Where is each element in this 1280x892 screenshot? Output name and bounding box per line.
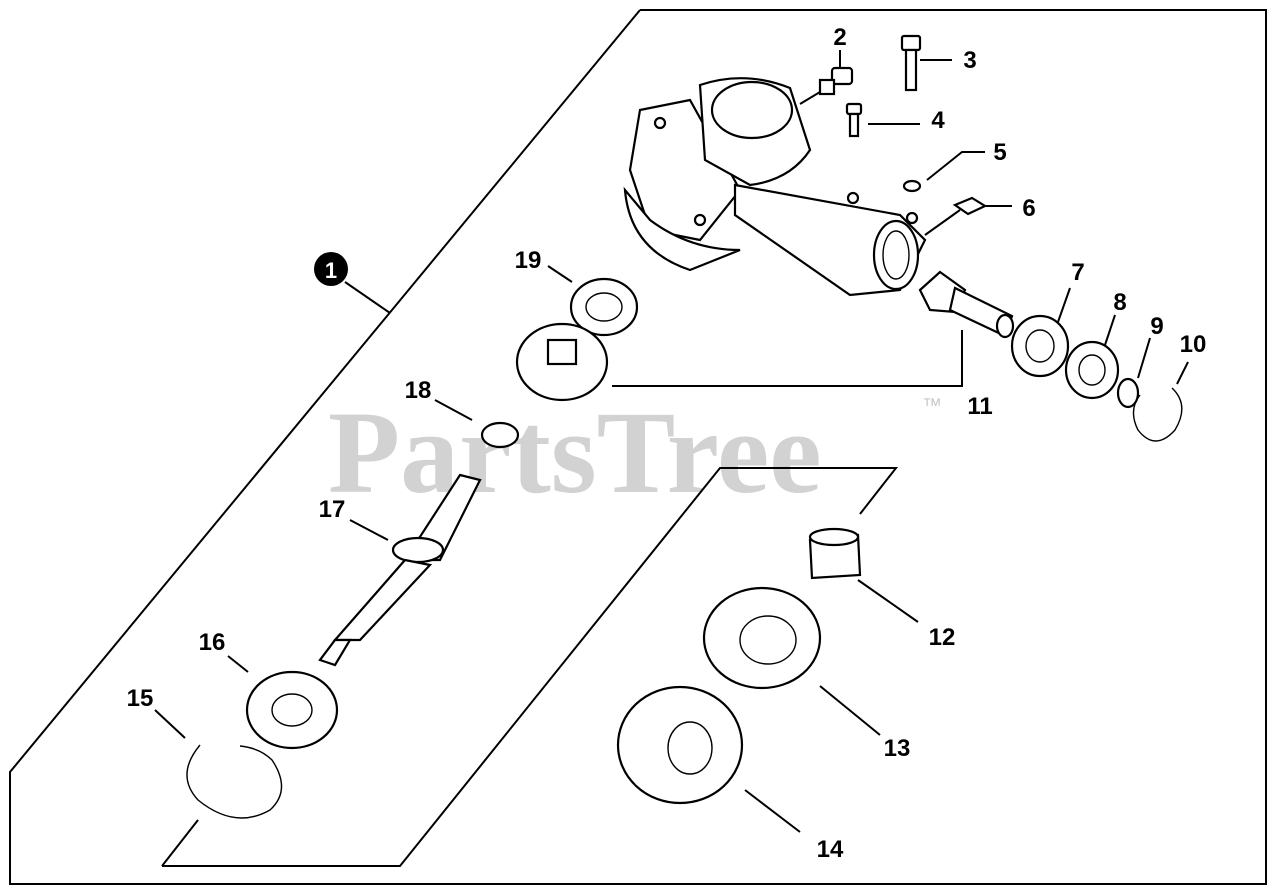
leader-16 [227, 655, 249, 673]
leader-10 [1176, 361, 1189, 385]
callout-12[interactable]: 12 [929, 624, 956, 651]
callout-19[interactable]: 19 [515, 247, 542, 274]
part-7-bearing[interactable] [1010, 314, 1070, 378]
leader-19 [547, 265, 573, 283]
callout-18[interactable]: 18 [405, 377, 432, 404]
leader-18 [434, 399, 473, 421]
part-8-bearing[interactable] [1064, 340, 1120, 400]
watermark-text: PartsTree [328, 387, 822, 518]
part-11-pinion[interactable] [918, 270, 1015, 339]
leader-2b [799, 91, 821, 105]
bevel-gear[interactable] [515, 322, 609, 402]
part-9-ring[interactable] [1116, 377, 1140, 409]
callout-7[interactable]: 7 [1071, 259, 1084, 286]
callout-16[interactable]: 16 [199, 629, 226, 656]
part-12-sleeve[interactable] [808, 527, 862, 580]
leader-9 [1137, 337, 1151, 379]
assembly-boundary [9, 9, 1267, 885]
part-6-plate[interactable] [952, 196, 988, 216]
leader-8 [1104, 314, 1116, 346]
part-19-bearing[interactable] [569, 277, 639, 337]
callout-14[interactable]: 14 [817, 836, 844, 863]
callout-15[interactable]: 15 [127, 685, 154, 712]
part-15-circlip[interactable] [186, 744, 283, 819]
leader-5 [926, 151, 985, 181]
callout-6[interactable]: 6 [1022, 195, 1035, 222]
part-13-cup[interactable] [702, 586, 822, 690]
part-10-circlip[interactable] [1132, 387, 1183, 442]
callout-1-label: 1 [325, 258, 337, 283]
callout-17[interactable]: 17 [319, 496, 346, 523]
callout-3[interactable]: 3 [963, 47, 976, 74]
leader-13 [819, 685, 881, 736]
callout-2[interactable]: 2 [833, 24, 846, 51]
part-14-holder[interactable] [616, 685, 744, 805]
leader-6b [924, 209, 961, 236]
part-18-ring[interactable] [480, 421, 520, 449]
leader-15 [154, 709, 186, 739]
part-17-shaft[interactable] [318, 473, 482, 667]
callout-5[interactable]: 5 [993, 139, 1006, 166]
part-4-screw[interactable] [845, 102, 863, 138]
subassembly-boundary [162, 467, 899, 867]
callout-4[interactable]: 4 [931, 107, 945, 134]
leader-14 [744, 789, 801, 833]
gear-housing[interactable] [623, 77, 927, 297]
part-2-screw[interactable] [818, 66, 854, 96]
leader-12 [857, 579, 919, 623]
leader-7 [1057, 287, 1071, 323]
callout-11[interactable]: 11 [967, 393, 992, 420]
part-16-bearing[interactable] [245, 670, 339, 750]
leader-1 [344, 281, 391, 314]
leader-11 [612, 330, 963, 387]
part-3-bolt[interactable] [900, 34, 922, 92]
subassembly-boundary-left [161, 819, 199, 867]
part-5-washer[interactable] [902, 179, 922, 193]
callout-8[interactable]: 8 [1113, 289, 1126, 316]
callout-10[interactable]: 10 [1180, 331, 1207, 358]
watermark-trademark: ™ [922, 395, 942, 417]
callout-13[interactable]: 13 [884, 735, 911, 762]
callout-9[interactable]: 9 [1150, 313, 1163, 340]
callout-1-badge [314, 252, 348, 286]
callout-1[interactable]: 1 [314, 252, 348, 286]
leader-17 [349, 519, 389, 541]
